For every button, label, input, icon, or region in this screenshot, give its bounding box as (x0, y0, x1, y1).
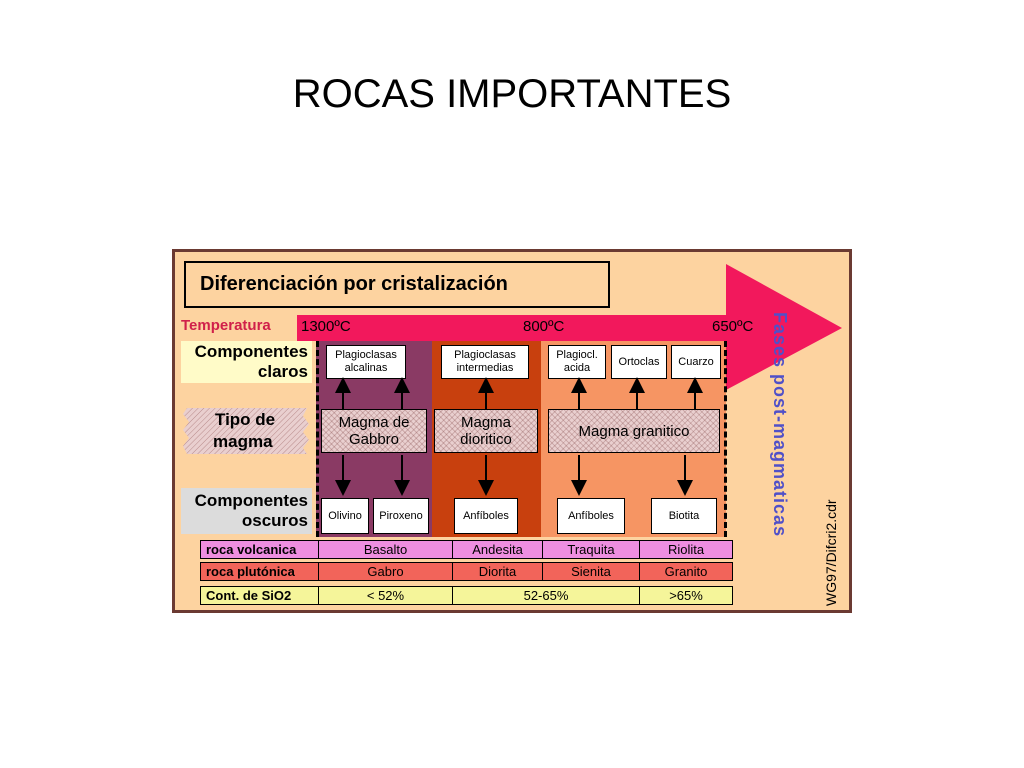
label-componentes-oscuros-line2: oscuros (241, 511, 308, 530)
cell-gabro: Gabro (318, 563, 452, 580)
diagram-heading: Diferenciación por cristalización (200, 273, 508, 295)
label-tipo-magma-line1: Tipo de (215, 410, 276, 429)
magma-gabbro-line1: Magma de (338, 414, 410, 431)
credit-label: WG97/Difcri2.cdr (823, 499, 839, 606)
cell-granito: Granito (639, 563, 732, 580)
temperature-1300: 1300ºC (301, 318, 351, 335)
cell-traquita: Traquita (542, 541, 639, 558)
label-tipo-magma-shape (183, 408, 309, 454)
temperature-label: Temperatura (181, 317, 271, 334)
row-roca-plutonica: roca plutónica Gabro Diorita Sienita Gra… (200, 562, 733, 581)
flow-arrows (335, 377, 703, 496)
box-olivino: Olivino (321, 498, 369, 534)
dashed-divider-right (724, 341, 727, 537)
cell-sio2-mid: 52-65% (452, 587, 639, 604)
cell-diorita: Diorita (452, 563, 542, 580)
cell-sio2-high: >65% (639, 587, 732, 604)
box-plagioclasas-alcalinas-line2: alcalinas (344, 362, 388, 374)
label-componentes-oscuros: Componentes oscuros (181, 488, 312, 534)
magma-granitico: Magma granitico (548, 409, 720, 453)
temperature-arrow (297, 264, 842, 390)
box-anfiboles-1: Anfíboles (454, 498, 518, 534)
cell-basalto: Basalto (318, 541, 452, 558)
diagram-frame: Diferenciación por cristalización Temper… (172, 249, 852, 613)
box-plagioclasa-acida: Plagiocl. acida (548, 345, 606, 379)
cell-riolita: Riolita (639, 541, 732, 558)
temperature-650: 650ºC (712, 318, 754, 335)
box-cuarzo: Cuarzo (671, 345, 721, 379)
box-plagioclasa-acida-line2: acida (563, 362, 591, 374)
box-plagioclasas-intermedias: Plagioclasas intermedias (441, 345, 529, 379)
diagram-heading-box: Diferenciación por cristalización (184, 261, 610, 308)
magma-dioritico: Magma dioritico (434, 409, 538, 453)
cell-sio2-low: < 52% (318, 587, 452, 604)
box-plagioclasas-intermedias-line2: intermedias (456, 362, 514, 374)
label-componentes-oscuros-line1: Componentes (194, 491, 308, 510)
label-tipo-magma-line2: magma (213, 432, 273, 451)
cell-andesita: Andesita (452, 541, 542, 558)
box-piroxeno: Piroxeno (373, 498, 429, 534)
box-plagioclasas-alcalinas-line1: Plagioclasas (335, 349, 397, 361)
label-componentes-claros: Componentes claros (181, 341, 312, 383)
magma-gabbro-line2: Gabbro (348, 431, 400, 448)
label-componentes-claros-line1: Componentes (194, 342, 308, 361)
row-contenido-sio2-label: Cont. de SiO2 (206, 588, 292, 603)
cell-sienita: Sienita (542, 563, 639, 580)
side-label-fases-post-magmaticas: Fases post-magmaticas (770, 312, 790, 538)
box-biotita: Biotita (651, 498, 717, 534)
row-roca-volcanica: roca volcanica Basalto Andesita Traquita… (200, 540, 733, 559)
row-roca-plutonica-label: roca plutónica (206, 564, 295, 579)
magma-dioritico-line2: dioritico (460, 431, 512, 448)
dashed-divider-left (316, 341, 319, 537)
box-ortoclas: Ortoclas (611, 345, 667, 379)
magma-gabbro: Magma de Gabbro (321, 409, 427, 453)
row-contenido-sio2: Cont. de SiO2 < 52% 52-65% >65% (200, 586, 733, 605)
box-anfiboles-2: Anfíboles (557, 498, 625, 534)
box-plagioclasas-alcalinas: Plagioclasas alcalinas (326, 345, 406, 379)
magma-dioritico-line1: Magma (460, 414, 512, 431)
box-plagioclasas-intermedias-line1: Plagioclasas (454, 349, 516, 361)
box-plagioclasa-acida-line1: Plagiocl. (556, 349, 598, 361)
temperature-800: 800ºC (523, 318, 565, 335)
row-roca-volcanica-label: roca volcanica (206, 542, 297, 557)
slide-title: ROCAS IMPORTANTES (292, 72, 732, 116)
label-componentes-claros-line2: claros (257, 362, 308, 381)
